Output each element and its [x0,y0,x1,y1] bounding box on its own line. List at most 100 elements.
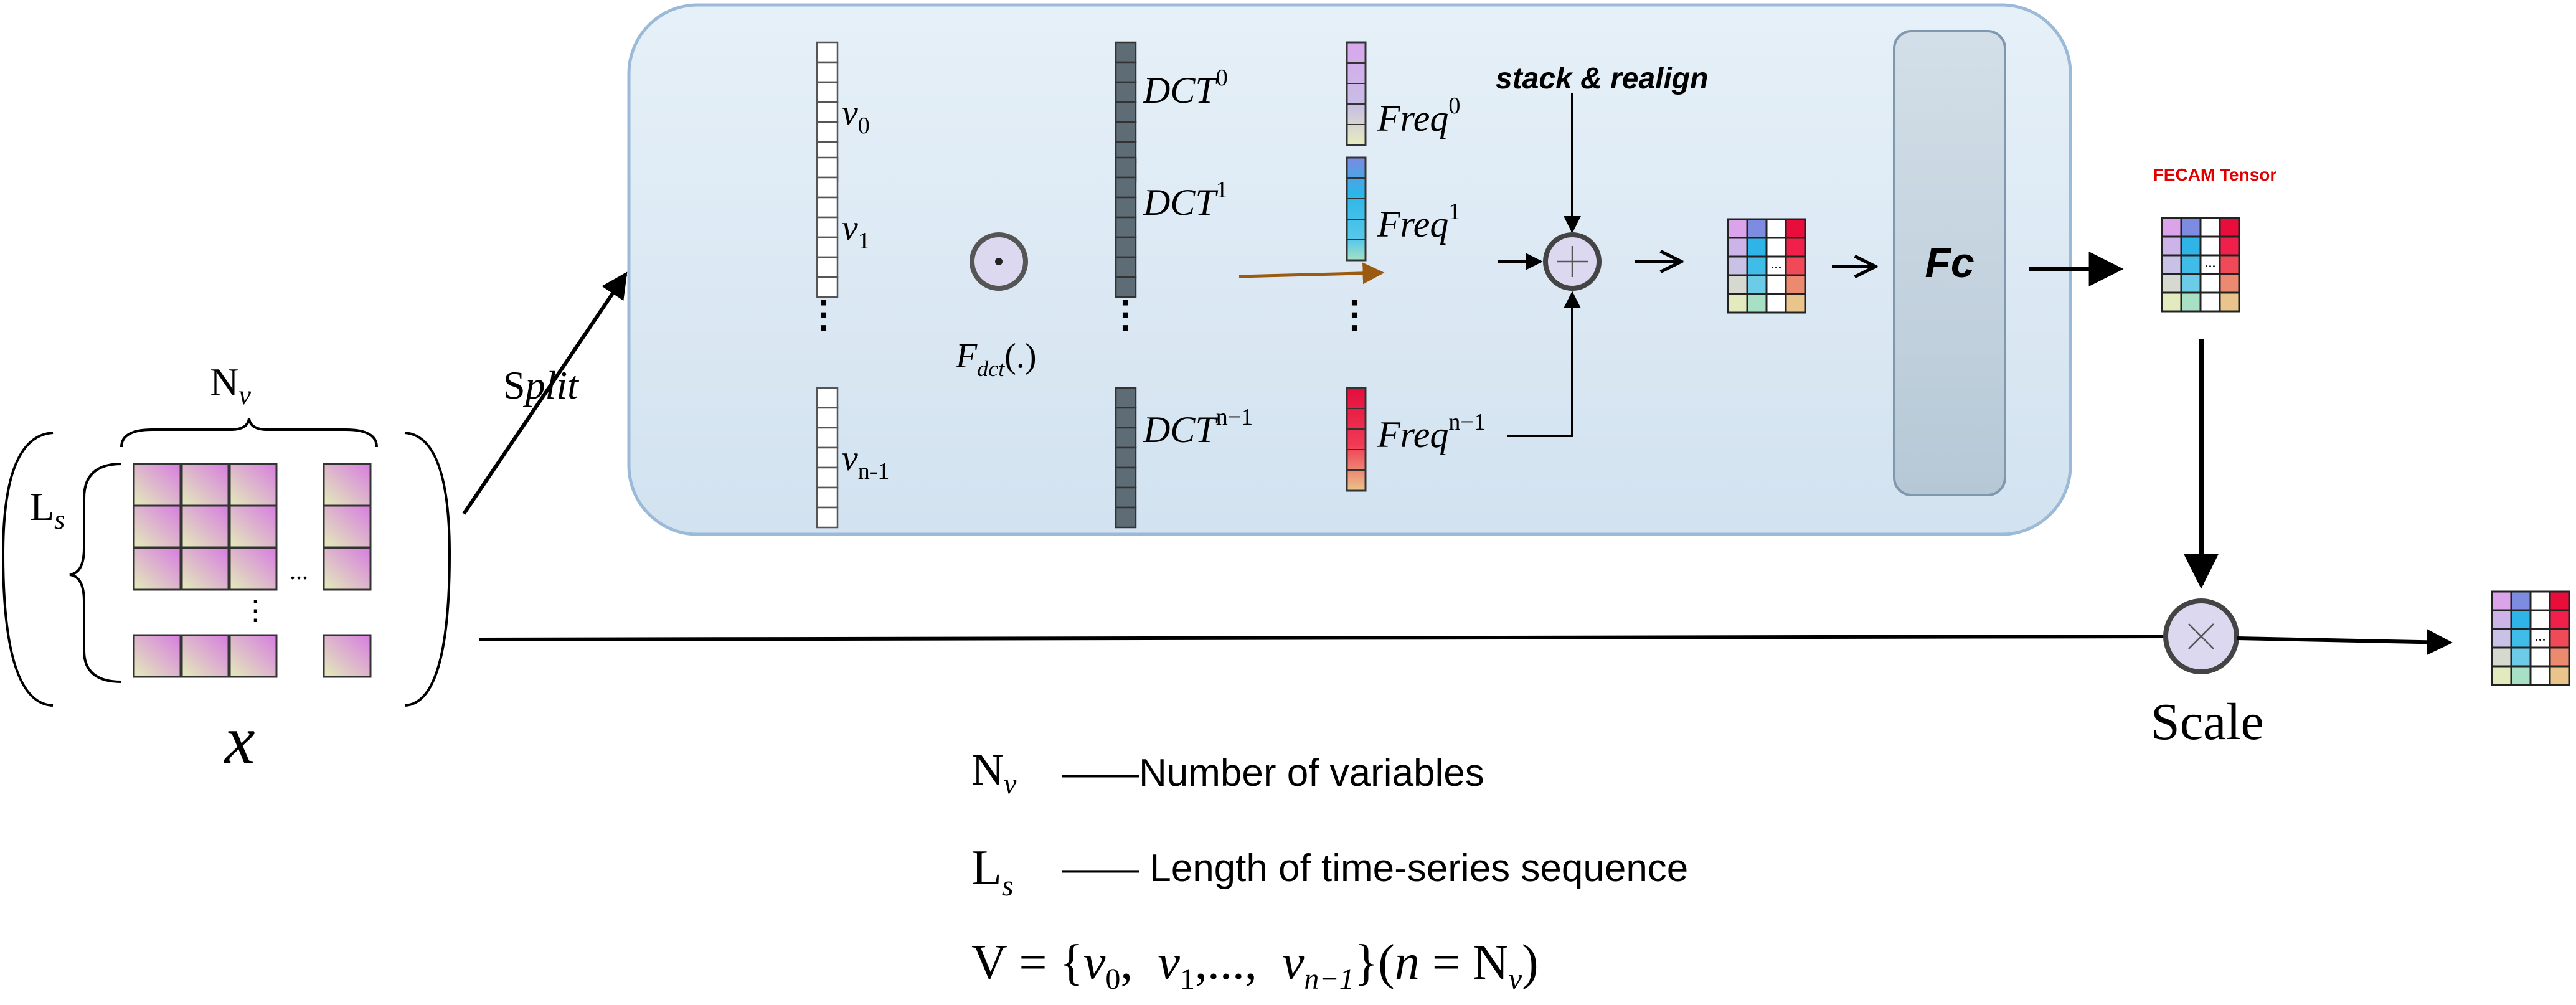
matrix-cell [1785,218,1806,239]
split-label: Split [503,363,580,407]
input-cell [323,463,372,507]
fc-layer-box [1893,30,2006,496]
matrix-cell [2180,273,2202,294]
matrix-cell [2199,235,2221,257]
input-cell [133,634,182,678]
input-cell [229,504,278,549]
dct-vdots: ⋮ [1106,294,1144,335]
input-col-dots: ⋮ [242,595,269,626]
matrix-cell [1785,255,1806,276]
matrix-cell [2529,609,2551,630]
dct-cell [1115,41,1137,64]
input-cell [181,463,230,507]
fecam-tensor-matrix: ... [2161,217,2240,313]
input-cell [323,634,372,678]
fdct-label: Fdct(.) [955,337,1037,381]
dct-cell [1115,61,1137,83]
matrix-cell [2510,628,2532,649]
fc-label: Fc [1925,239,1974,286]
matrix-cell [2549,628,2570,649]
matrix-cell [1746,293,1768,314]
legend-nv-desc: ——Number of variables [1062,752,1484,795]
vector-cell [816,41,839,64]
input-cell [133,504,182,549]
freq-label-n: Freqn−1 [1377,409,1486,455]
matrix-cell [2549,609,2570,630]
matrix-cell [2491,609,2512,630]
matrix-cell [2529,590,2551,611]
matrix-cell [2161,254,2182,275]
stacked-freq-matrix: ... [1727,218,1806,314]
input-cell [181,504,230,549]
vector-cell [816,486,839,509]
freq-vector [1346,41,1367,146]
dct-cell [1115,407,1137,429]
matrix-cell [1765,237,1787,258]
legend-ls-desc: —— Length of time-series sequence [1062,847,1688,890]
legend-nv: Nv [971,745,1017,800]
vector-cell [816,101,839,123]
matrix-cell [2491,665,2512,686]
matrix-cell [1727,237,1748,258]
scale-label: Scale [2151,693,2264,751]
dct-to-freq-arrow [1238,262,1385,285]
dct-cell [1115,387,1137,409]
freq-label-1: Freq1 [1377,199,1460,245]
dct-label-0: DCT0 [1143,65,1228,111]
input-cell [229,463,278,507]
matrix-cell [2510,590,2532,611]
matrix-cell [2549,646,2570,668]
input-cell [181,634,230,678]
vector-cell [816,176,839,199]
vector-cell [816,506,839,529]
freq-vectors [1346,41,1367,492]
matrix-dots: ... [2205,255,2216,271]
vector-cell [816,427,839,449]
dct-cell [1115,81,1137,103]
vector-cell [816,256,839,278]
matrix-cell [2180,217,2202,238]
vector-label-1: v1 [842,207,870,254]
matrix-cell [1727,255,1748,276]
scale-to-output-arrow [2237,629,2453,656]
matrix-cell [1765,218,1787,239]
residual-line [479,635,2166,641]
dct-cell [1115,156,1137,179]
vector-cell [816,387,839,409]
matrix-cell [1727,218,1748,239]
matrix-cell [2219,273,2240,294]
vector-cell [816,216,839,238]
dct-label-n: DCTn−1 [1143,404,1253,450]
vector-label-0: v0 [842,92,870,139]
scale-x-b [2188,623,2214,649]
matrix-cell [1727,293,1748,314]
input-cell [133,547,182,591]
matrix-cell [2491,646,2512,668]
vector-cell [816,276,839,298]
dct-cell [1115,121,1137,143]
matrix-cell [2180,235,2202,257]
matrix-cell [2510,646,2532,668]
input-cell [181,547,230,591]
vector-cell [816,156,839,179]
dct-cell [1115,276,1137,298]
dct-cell [1115,256,1137,278]
vector-cell [816,407,839,429]
matrix-cell [2199,273,2221,294]
matrix-dots: ... [1771,256,1782,272]
matrix-cell [1785,237,1806,258]
matrix-cell [2549,665,2570,686]
input-cell [323,504,372,549]
input-row-dots: ... [290,557,308,585]
stack-realign-label: stack & realign [1496,62,1708,95]
matrix-cell [2219,235,2240,257]
input-matrix-group: Nv Ls ... ⋮ x [1,360,451,778]
matrix-cell [2219,217,2240,238]
split-arrow [462,271,628,515]
dct-cell [1115,446,1137,469]
nv-brace [120,418,378,448]
dct-cell [1115,506,1137,529]
matrix-cell [2180,291,2202,313]
vector-vdots: ⋮ [805,294,842,335]
